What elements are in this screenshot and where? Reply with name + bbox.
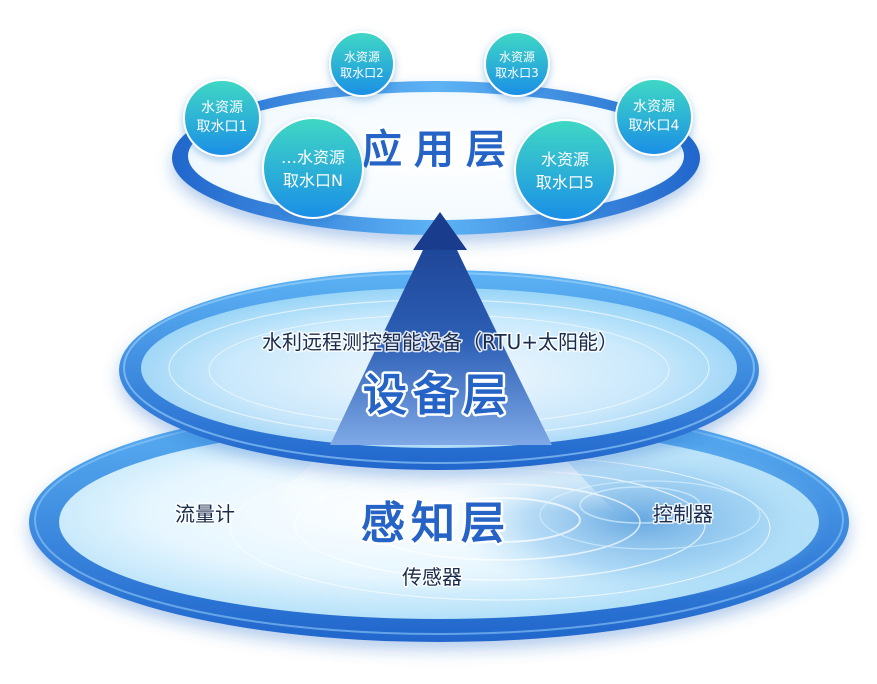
device-subtitle: 水利远程测控智能设备（RTU+太阳能）: [262, 330, 618, 354]
bubble-circle: [262, 117, 364, 219]
bubble-line1: 水资源: [633, 99, 675, 115]
bubble-line1: 水资源: [499, 50, 535, 64]
perception-left-label: 流量计: [175, 502, 235, 526]
bubble-line1: 水资源: [541, 150, 589, 169]
bubble-line2: 取水口5: [536, 173, 594, 192]
bubble-intake-1: 水资源 取水口1: [183, 79, 261, 157]
upward-arrow: [330, 212, 552, 445]
bubble-line1: 水资源: [344, 50, 380, 64]
device-layer-title: 设备层: [363, 370, 513, 421]
bubble-intake-3: 水资源 取水口3: [484, 31, 550, 97]
bubble-intake-2: 水资源 取水口2: [329, 31, 395, 97]
bubble-intake-n: …水资源 取水口N: [262, 117, 364, 219]
perception-right-label: 控制器: [653, 502, 713, 526]
application-layer-title: 应用层: [362, 127, 518, 173]
perception-bottom-label: 传感器: [402, 565, 462, 589]
bubble-circle: [484, 31, 550, 97]
bubble-line1: …水资源: [281, 148, 345, 167]
upward-arrow-tip: [413, 212, 467, 250]
bubble-circle: [615, 78, 693, 156]
bubble-line2: 取水口3: [495, 66, 539, 80]
bubble-line2: 取水口2: [340, 66, 384, 80]
bubble-intake-5: 水资源 取水口5: [514, 119, 616, 221]
bubble-circle: [329, 31, 395, 97]
water-intake-bubbles: 水资源 取水口1 水资源 取水口2 水资源 取水口3 水资源 取水口4 …水资源…: [183, 31, 693, 221]
bubble-line2: 取水口N: [283, 171, 343, 190]
bubble-circle: [514, 119, 616, 221]
bubble-line1: 水资源: [201, 100, 243, 116]
perception-layer-title: 感知层: [361, 498, 511, 549]
bubble-line2: 取水口1: [197, 119, 248, 135]
bubble-intake-4: 水资源 取水口4: [615, 78, 693, 156]
bubble-circle: [183, 79, 261, 157]
bubble-line2: 取水口4: [629, 118, 680, 134]
